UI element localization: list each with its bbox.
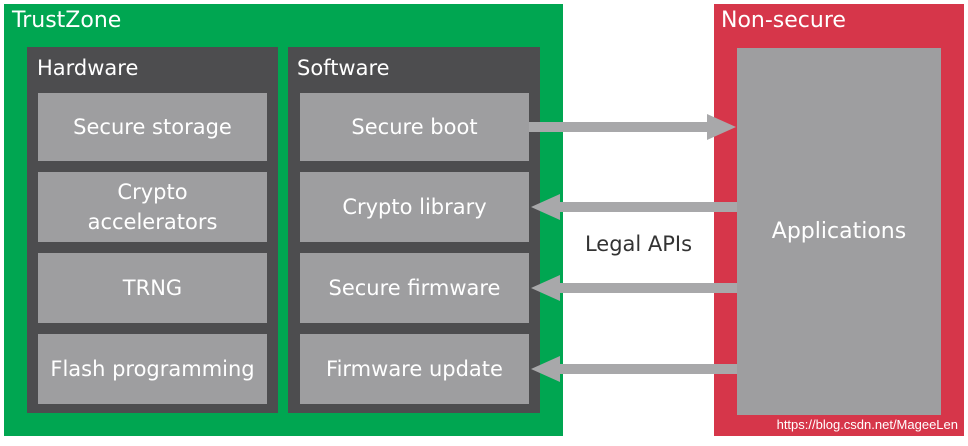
trustzone-title: TrustZone: [12, 8, 122, 33]
software-title: Software: [297, 56, 390, 80]
hardware-crypto-accelerators: Crypto accelerators: [38, 172, 267, 242]
software-secure-firmware: Secure firmware: [300, 253, 529, 323]
software-firmware-update: Firmware update: [300, 334, 529, 404]
arrow-secure-boot-to-applications: [529, 114, 736, 140]
applications-box: Applications: [737, 48, 941, 415]
watermark: https://blog.csdn.net/MageeLen: [776, 417, 958, 432]
software-secure-boot: Secure boot: [300, 93, 529, 161]
arrow-applications-to-firmware-update: [531, 356, 737, 382]
nonsecure-title: Non-secure: [721, 8, 846, 33]
hardware-trng: TRNG: [38, 253, 267, 323]
hardware-title: Hardware: [37, 56, 139, 80]
hardware-secure-storage: Secure storage: [38, 93, 267, 161]
arrow-applications-to-crypto-library: [531, 194, 737, 220]
software-crypto-library: Crypto library: [300, 172, 529, 242]
arrow-applications-to-secure-firmware: [531, 275, 737, 301]
hardware-flash-programming: Flash programming: [38, 334, 267, 404]
legal-apis-label: Legal APIs: [584, 232, 693, 256]
